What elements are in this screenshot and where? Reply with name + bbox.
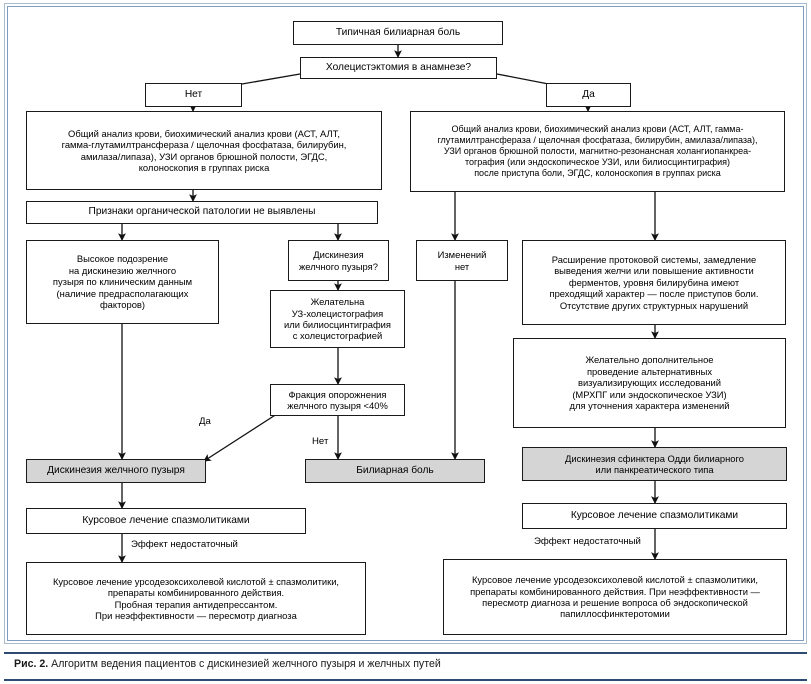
node-biliary-pain[interactable]: Билиарная боль: [305, 459, 485, 483]
node-antispasmodic-course-left[interactable]: Курсовое лечение спазмолитиками: [26, 508, 306, 534]
node-cholecystectomy-history[interactable]: Холецистэктомия в анамнезе?: [300, 57, 497, 79]
edge-label-insufficient-effect-right: Эффект недостаточный: [534, 536, 641, 547]
node-high-suspicion-gb-dyskinesia[interactable]: Высокое подозрение на дискинезию желчног…: [26, 240, 219, 324]
edge-label-no: Нет: [312, 436, 329, 447]
figure-caption-text: Алгоритм ведения пациентов с дискинезией…: [51, 658, 441, 670]
node-udca-therapy-left[interactable]: Курсовое лечение урсодезоксихолевой кисл…: [26, 562, 366, 635]
node-branch-no[interactable]: Нет: [145, 83, 242, 107]
edge-label-yes: Да: [199, 416, 211, 427]
caption-rule-top: [4, 652, 807, 654]
figure-caption: Рис. 2. Алгоритм ведения пациентов с дис…: [14, 658, 804, 670]
node-typical-biliary-pain[interactable]: Типичная билиарная боль: [293, 21, 503, 45]
node-gb-dyskinesia-question[interactable]: Дискинезия желчного пузыря?: [288, 240, 389, 281]
figure-frame-outer: [4, 3, 807, 644]
figure-number: Рис. 2.: [14, 658, 49, 670]
node-sphincter-of-oddi-dyskinesia[interactable]: Дискинезия сфинктера Одди билиарного или…: [522, 447, 787, 481]
node-gallbladder-dyskinesia[interactable]: Дискинезия желчного пузыря: [26, 459, 206, 483]
node-antispasmodic-course-right[interactable]: Курсовое лечение спазмолитиками: [522, 503, 787, 529]
caption-rule-bottom: [4, 679, 807, 681]
node-additional-imaging-recommended[interactable]: Желательно дополнительное проведение аль…: [513, 338, 786, 428]
node-ejection-fraction-under-40[interactable]: Фракция опорожнения желчного пузыря <40%: [270, 384, 405, 416]
node-ductal-dilation-findings[interactable]: Расширение протоковой системы, замедлени…: [522, 240, 786, 325]
node-no-organic-pathology[interactable]: Признаки органической патологии не выявл…: [26, 201, 378, 224]
node-branch-yes[interactable]: Да: [546, 83, 631, 107]
node-labs-after-cholecystectomy[interactable]: Общий анализ крови, биохимический анализ…: [410, 111, 785, 192]
node-labs-no-cholecystectomy[interactable]: Общий анализ крови, биохимический анализ…: [26, 111, 382, 190]
figure-frame-inner: [7, 6, 804, 641]
node-us-cholecystography-recommended[interactable]: Желательна УЗ-холецистография или билиос…: [270, 290, 405, 348]
node-udca-therapy-right[interactable]: Курсовое лечение урсодезоксихолевой кисл…: [443, 559, 787, 635]
edge-label-insufficient-effect-left: Эффект недостаточный: [131, 539, 238, 550]
node-no-changes[interactable]: Изменений нет: [416, 240, 508, 281]
